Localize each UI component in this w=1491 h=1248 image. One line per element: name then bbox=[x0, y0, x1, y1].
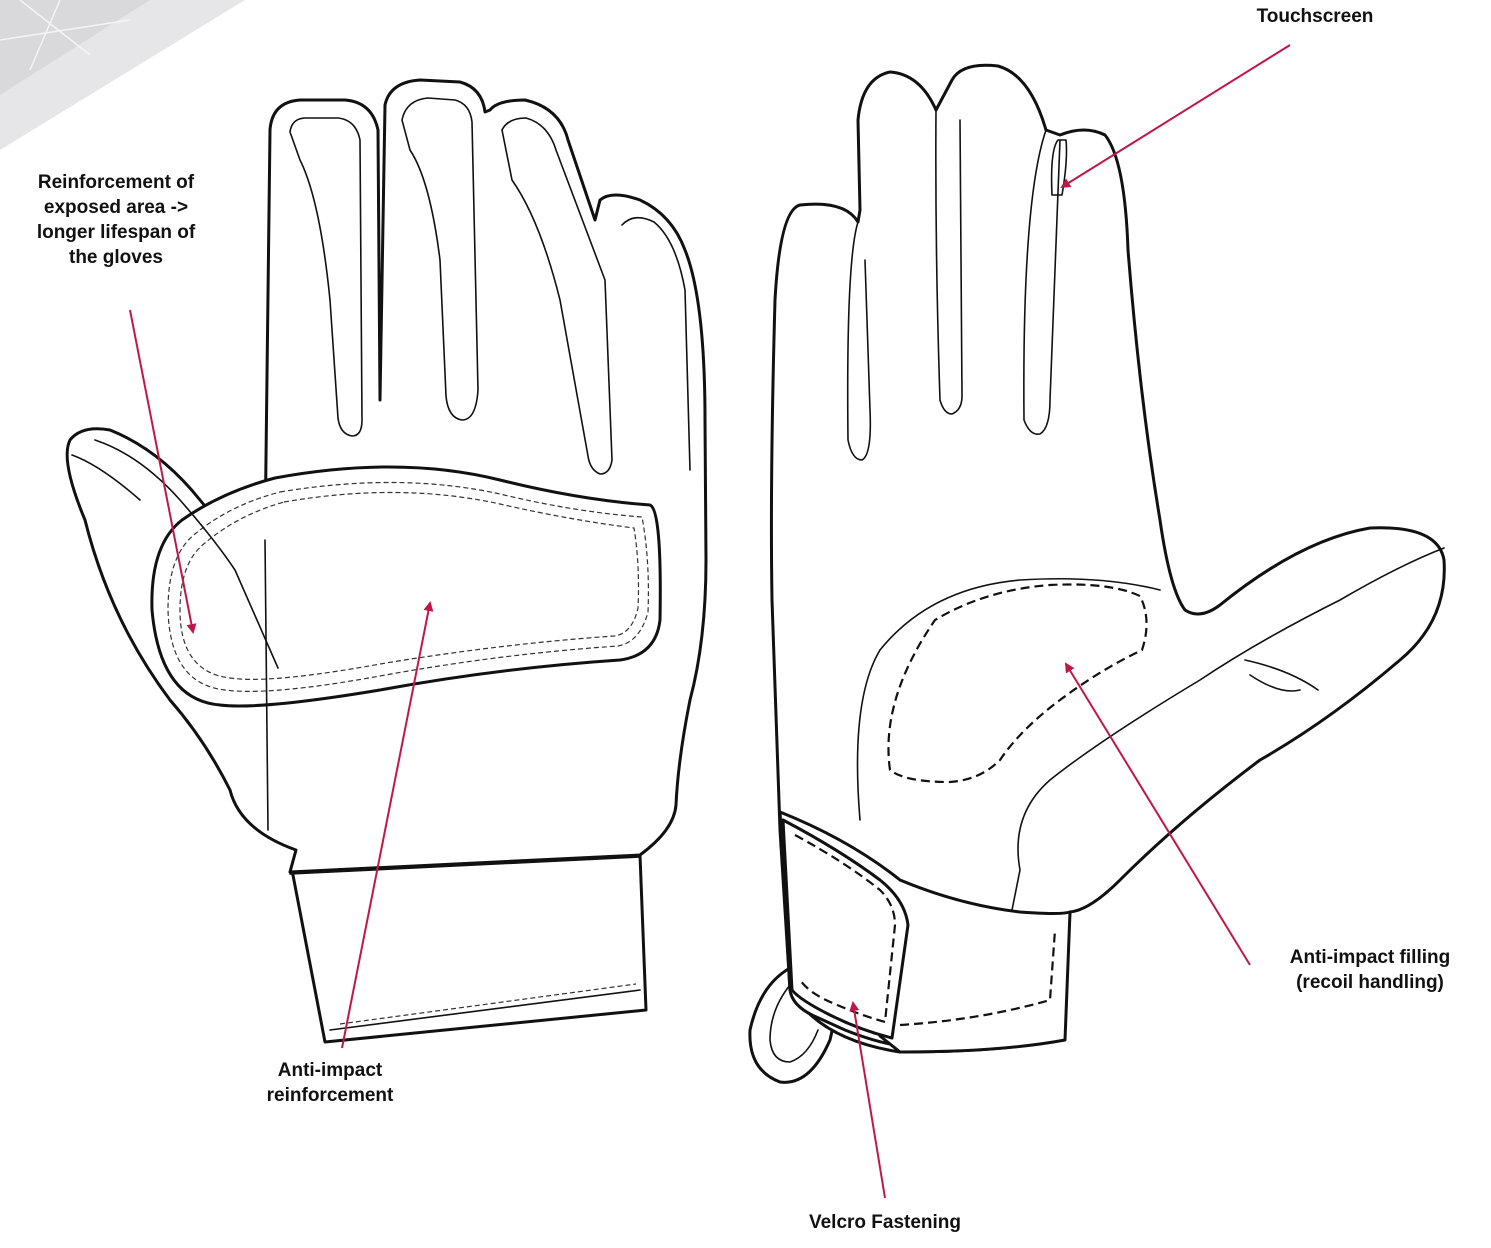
label-reinforcement-line-2: exposed area -> bbox=[0, 195, 232, 220]
label-anti-impact-filling-line-2: (recoil handling) bbox=[1255, 970, 1485, 995]
left-glove-cuff bbox=[292, 855, 646, 1042]
label-anti-impact-reinforcement-line-2: reinforcement bbox=[230, 1083, 430, 1108]
label-anti-impact-filling-line-1: Anti-impact filling bbox=[1255, 945, 1485, 970]
label-reinforcement: Reinforcement of exposed area -> longer … bbox=[0, 170, 232, 270]
label-velcro-fastening: Velcro Fastening bbox=[770, 1210, 1000, 1235]
label-reinforcement-line-1: Reinforcement of bbox=[0, 170, 232, 195]
label-anti-impact-reinforcement-line-1: Anti-impact bbox=[230, 1058, 430, 1083]
label-touchscreen: Touchscreen bbox=[1205, 4, 1425, 29]
label-velcro-fastening-text: Velcro Fastening bbox=[770, 1210, 1000, 1235]
corner-decoration bbox=[0, 0, 245, 150]
label-reinforcement-line-4: the gloves bbox=[0, 245, 232, 270]
label-anti-impact-filling: Anti-impact filling (recoil handling) bbox=[1255, 945, 1485, 995]
label-reinforcement-line-3: longer lifespan of bbox=[0, 220, 232, 245]
right-glove bbox=[750, 65, 1444, 1082]
arrow-touchscreen bbox=[1062, 45, 1290, 187]
label-anti-impact-reinforcement: Anti-impact reinforcement bbox=[230, 1058, 430, 1108]
label-touchscreen-text: Touchscreen bbox=[1205, 4, 1425, 29]
